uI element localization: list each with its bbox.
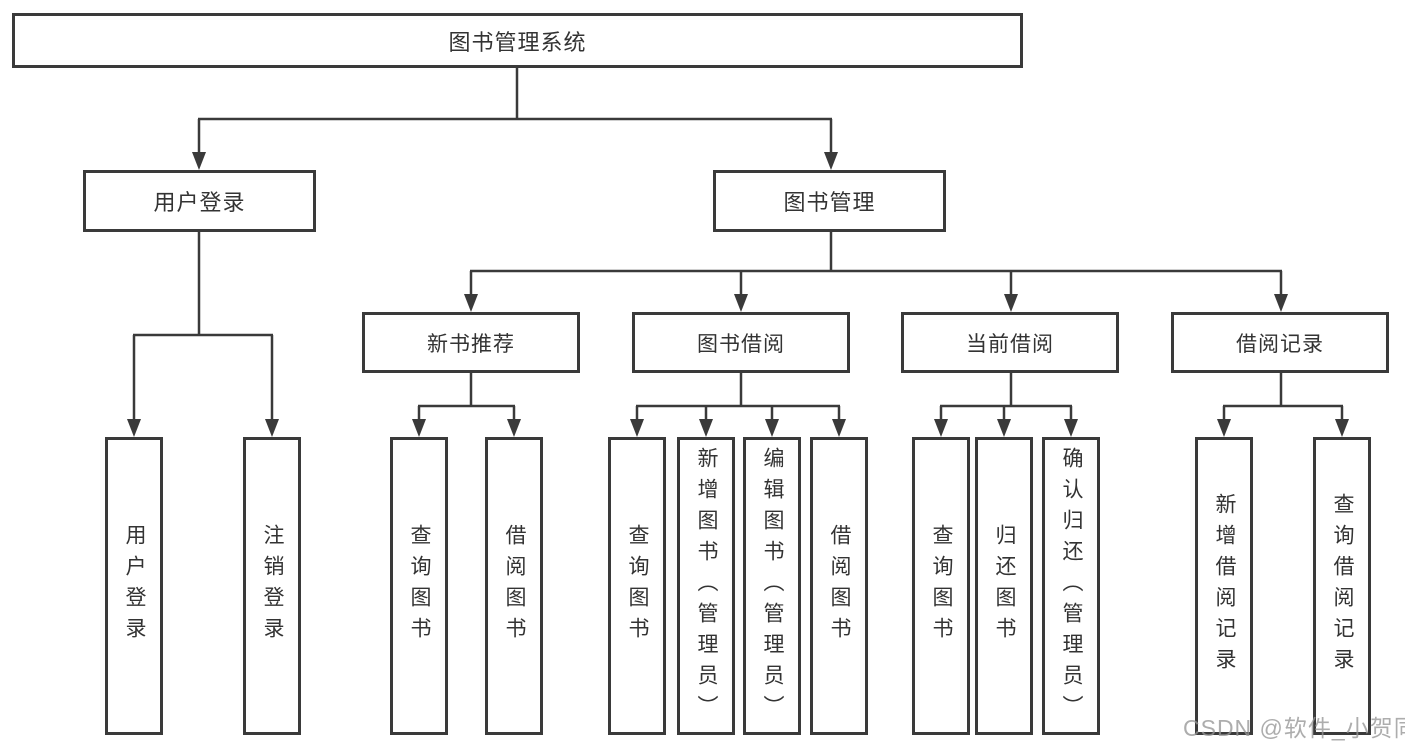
arrowhead-icon xyxy=(464,294,478,312)
leaf-recommend-query-books: 查询图书 xyxy=(390,437,448,735)
arrowhead-icon xyxy=(1064,419,1078,437)
connector-user-login-to-leaves xyxy=(127,232,279,437)
leaf-records-query-record: 查询借阅记录 xyxy=(1313,437,1371,735)
arrowhead-icon xyxy=(699,419,713,437)
arrowhead-icon xyxy=(832,419,846,437)
arrowhead-icon xyxy=(192,152,206,170)
node-current-borrow: 当前借阅 xyxy=(901,312,1119,373)
arrowhead-icon xyxy=(824,152,838,170)
arrowhead-icon xyxy=(127,419,141,437)
leaf-recommend-borrow-books: 借阅图书 xyxy=(485,437,543,735)
connector-new-book-recommend-to-leaves xyxy=(412,373,521,437)
arrowhead-icon xyxy=(1274,294,1288,312)
node-root-system: 图书管理系统 xyxy=(12,13,1023,68)
csdn-watermark: CSDN @软件_小贺同学 xyxy=(1183,715,1405,741)
node-borrow-records: 借阅记录 xyxy=(1171,312,1389,373)
arrowhead-icon xyxy=(1335,419,1349,437)
arrowhead-icon xyxy=(1004,294,1018,312)
node-new-book-recommend: 新书推荐 xyxy=(362,312,580,373)
leaf-current-query-books: 查询图书 xyxy=(912,437,970,735)
leaf-borrow-add-books-admin: 新增图书（管理员） xyxy=(677,437,735,735)
arrowhead-icon xyxy=(412,419,426,437)
leaf-borrow-edit-books-admin: 编辑图书（管理员） xyxy=(743,437,801,735)
connector-current-borrow-to-leaves xyxy=(934,373,1078,437)
connector-book-borrow-to-leaves xyxy=(630,373,846,437)
node-book-management-group: 图书管理 xyxy=(713,170,946,232)
arrowhead-icon xyxy=(997,419,1011,437)
arrowhead-icon xyxy=(765,419,779,437)
arrowhead-icon xyxy=(507,419,521,437)
connector-root-to-level2 xyxy=(192,68,838,170)
arrowhead-icon xyxy=(734,294,748,312)
leaf-current-confirm-return-admin: 确认归还（管理员） xyxy=(1042,437,1100,735)
arrowhead-icon xyxy=(265,419,279,437)
arrowhead-icon xyxy=(934,419,948,437)
leaf-borrow-borrow-books: 借阅图书 xyxy=(810,437,868,735)
arrowhead-icon xyxy=(1217,419,1231,437)
connector-book-management-to-level3 xyxy=(464,232,1288,312)
arrowhead-icon xyxy=(630,419,644,437)
leaf-user-login: 用户登录 xyxy=(105,437,163,735)
leaf-records-add-record: 新增借阅记录 xyxy=(1195,437,1253,735)
connector-borrow-records-to-leaves xyxy=(1217,373,1349,437)
node-book-borrow: 图书借阅 xyxy=(632,312,850,373)
leaf-logout: 注销登录 xyxy=(243,437,301,735)
node-user-login-group: 用户登录 xyxy=(83,170,316,232)
leaf-current-return-books: 归还图书 xyxy=(975,437,1033,735)
leaf-borrow-query-books: 查询图书 xyxy=(608,437,666,735)
